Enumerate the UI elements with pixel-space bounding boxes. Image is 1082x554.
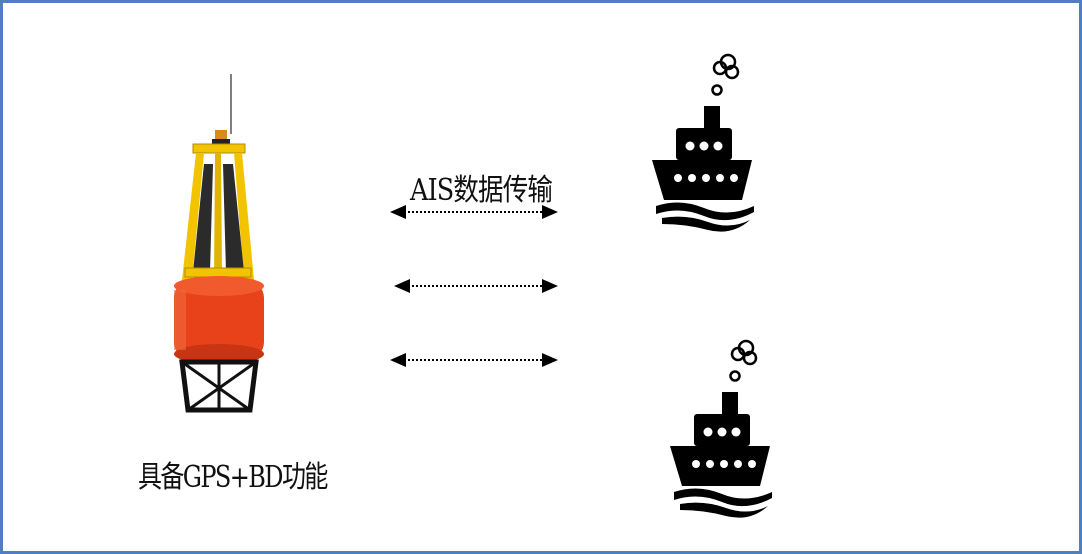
ais-transfer-label: AIS数据传输: [410, 173, 553, 208]
ship-icon: [670, 339, 772, 518]
double-arrow-icon: [394, 279, 558, 293]
buoy-image: [174, 74, 264, 413]
double-arrow-icon: [390, 353, 558, 367]
buoy-capability-caption: 具备GPS+BD功能: [138, 460, 328, 495]
ship-icon: [652, 53, 754, 232]
double-arrow-icon: [390, 205, 558, 219]
